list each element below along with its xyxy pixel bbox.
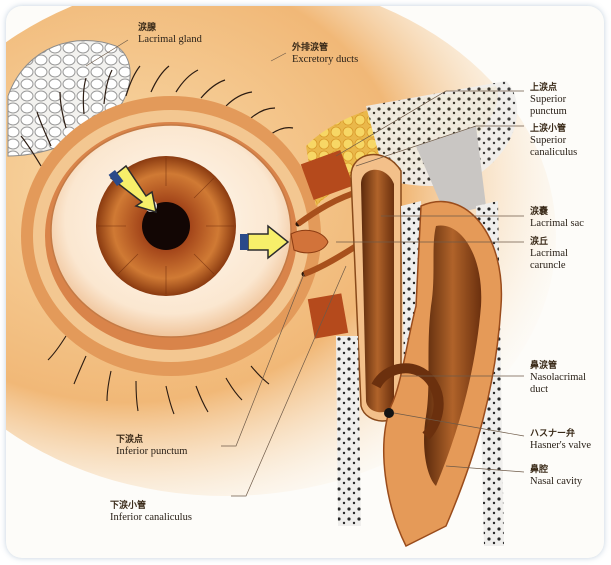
- label-nasolacrimal-duct-en-2: duct: [530, 384, 586, 396]
- label-lacrimal-sac-en: Lacrimal sac: [530, 218, 584, 230]
- label-nasolacrimal-duct: 鼻涙管 Nasolacrimal duct: [530, 360, 586, 396]
- label-nasal-cavity: 鼻腔 Nasal cavity: [530, 464, 582, 488]
- label-superior-punctum: 上涙点 Superior punctum: [530, 82, 567, 118]
- orbicularis-lower: [308, 293, 348, 338]
- label-inferior-punctum-en: Inferior punctum: [116, 446, 187, 458]
- label-lacrimal-caruncle-en-2: caruncle: [530, 260, 568, 272]
- label-inferior-canaliculus-ja: 下涙小管: [110, 500, 192, 512]
- bone-lining-left: [336, 336, 361, 526]
- label-inferior-punctum-ja: 下涙点: [116, 434, 187, 446]
- hasners-valve: [384, 408, 394, 418]
- label-superior-punctum-en-1: Superior: [530, 94, 567, 106]
- label-superior-punctum-ja: 上涙点: [530, 82, 567, 94]
- label-lacrimal-caruncle-en-1: Lacrimal: [530, 248, 568, 260]
- label-superior-canaliculus-en-2: canaliculus: [530, 147, 577, 159]
- label-excretory-ducts: 外排涙管 Excretory ducts: [292, 42, 358, 66]
- diagram-frame: 涙腺 Lacrimal gland 外排涙管 Excretory ducts 上…: [6, 6, 604, 558]
- label-superior-canaliculus-ja: 上涙小管: [530, 123, 577, 135]
- label-superior-punctum-en-2: punctum: [530, 106, 567, 118]
- label-lacrimal-sac-ja: 涙嚢: [530, 206, 584, 218]
- label-lacrimal-gland: 涙腺 Lacrimal gland: [138, 22, 202, 46]
- label-hasners-valve: ハスナー弁 Hasner's valve: [530, 428, 591, 452]
- label-lacrimal-sac: 涙嚢 Lacrimal sac: [530, 206, 584, 230]
- label-hasners-valve-ja: ハスナー弁: [530, 428, 591, 440]
- label-nasolacrimal-duct-ja: 鼻涙管: [530, 360, 586, 372]
- label-excretory-ducts-en: Excretory ducts: [292, 54, 358, 66]
- label-inferior-punctum: 下涙点 Inferior punctum: [116, 434, 187, 458]
- label-nasolacrimal-duct-en-1: Nasolacrimal: [530, 372, 586, 384]
- label-superior-canaliculus: 上涙小管 Superior canaliculus: [530, 123, 577, 159]
- lacrimal-system-illustration: [6, 6, 604, 558]
- label-inferior-canaliculus-en: Inferior canaliculus: [110, 512, 192, 524]
- label-lacrimal-gland-ja: 涙腺: [138, 22, 202, 34]
- label-nasal-cavity-en: Nasal cavity: [530, 476, 582, 488]
- label-nasal-cavity-ja: 鼻腔: [530, 464, 582, 476]
- label-lacrimal-gland-en: Lacrimal gland: [138, 34, 202, 46]
- label-lacrimal-caruncle-ja: 涙丘: [530, 236, 568, 248]
- label-lacrimal-caruncle: 涙丘 Lacrimal caruncle: [530, 236, 568, 272]
- label-superior-canaliculus-en-1: Superior: [530, 135, 577, 147]
- label-hasners-valve-en: Hasner's valve: [530, 440, 591, 452]
- label-inferior-canaliculus: 下涙小管 Inferior canaliculus: [110, 500, 192, 524]
- label-excretory-ducts-ja: 外排涙管: [292, 42, 358, 54]
